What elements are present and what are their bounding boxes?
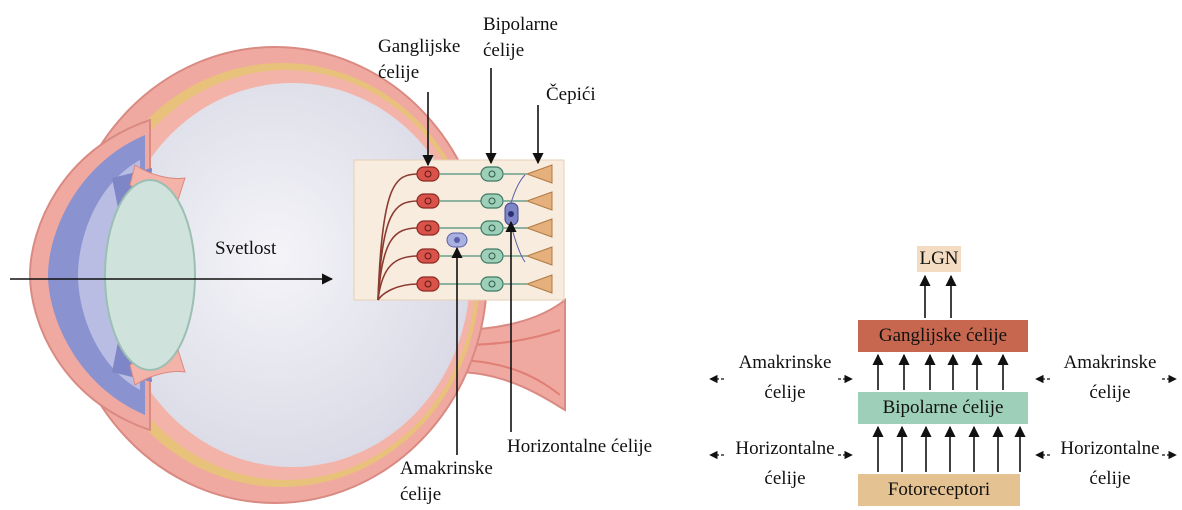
- horizontal-side-left-line2: ćelije: [730, 468, 840, 490]
- schema-arrows: [878, 276, 1020, 472]
- bipolar-cell: [481, 221, 503, 235]
- ganglion-cell: [417, 249, 439, 263]
- amacrine-side-left-line2: ćelije: [730, 382, 840, 404]
- photoreceptors-box: Fotoreceptori: [858, 474, 1020, 506]
- amacrine-side-left-line1: Amakrinske: [730, 352, 840, 374]
- horizontal-label: Horizontalne ćelije: [507, 436, 652, 458]
- amacrine-side-right-line1: Amakrinske: [1055, 352, 1165, 374]
- horizontal-side-right-line2: ćelije: [1055, 468, 1165, 490]
- bipolar-cell: [481, 167, 503, 181]
- horizontal-nucleus: [508, 211, 514, 217]
- lgn-box: LGN: [917, 246, 961, 272]
- ganglion-cell: [417, 277, 439, 291]
- ganglion-label-line2: ćelije: [378, 62, 419, 84]
- retina-inset: [354, 160, 564, 300]
- ganglion-cell: [417, 194, 439, 208]
- amacrine-nucleus: [454, 237, 460, 243]
- ganglion-label-line1: Ganglijske: [378, 36, 460, 58]
- bipolar-label-line2: ćelije: [483, 40, 524, 62]
- light-label: Svetlost: [215, 238, 276, 260]
- ganglion-cell: [417, 167, 439, 181]
- bipolar-label-line1: Bipolarne: [483, 14, 558, 36]
- amacrine-label-line1: Amakrinske: [400, 458, 493, 480]
- ganglion-cells-box: Ganglijske ćelije: [858, 320, 1028, 352]
- bipolar-cell: [481, 249, 503, 263]
- cones-label: Čepići: [546, 84, 596, 106]
- bipolar-cell: [481, 194, 503, 208]
- amacrine-side-right-line2: ćelije: [1055, 382, 1165, 404]
- horizontal-side-right-line1: Horizontalne: [1055, 438, 1165, 460]
- ganglion-cell: [417, 221, 439, 235]
- horizontal-side-left-line1: Horizontalne: [730, 438, 840, 460]
- lens: [105, 180, 195, 370]
- amacrine-label-line2: ćelije: [400, 484, 441, 506]
- bipolar-cells-box: Bipolarne ćelije: [858, 392, 1028, 424]
- bipolar-cell: [481, 277, 503, 291]
